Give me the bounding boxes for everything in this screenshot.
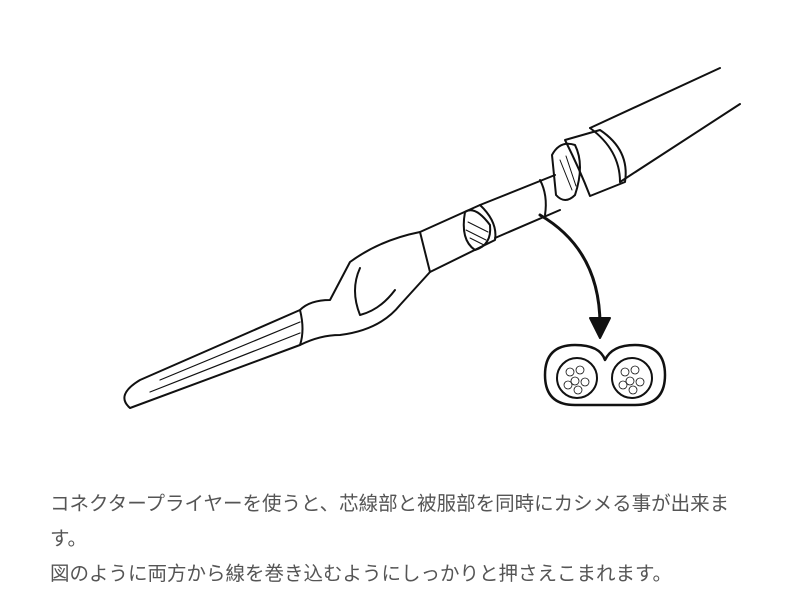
cross-section [543,343,667,407]
cable-sheath [589,67,741,183]
arrow-icon [538,213,611,339]
connector-body [123,231,431,409]
caption-paragraph-2: 図のように両方から線を巻き込むようにしっかりと押さえこまれます。 [50,562,673,585]
conductor-wire [479,174,561,239]
insulation-crimp [551,129,627,201]
connector-crimp-illustration [123,67,741,409]
caption-paragraph-1: コネクタープライヤーを使うと、芯線部と被服部を同時にカシメる事が出来ます。 [50,492,730,550]
conductor-crimp [419,204,497,273]
caption: コネクタープライヤーを使うと、芯線部と被服部を同時にカシメる事が出来ます。 図の… [50,486,760,591]
